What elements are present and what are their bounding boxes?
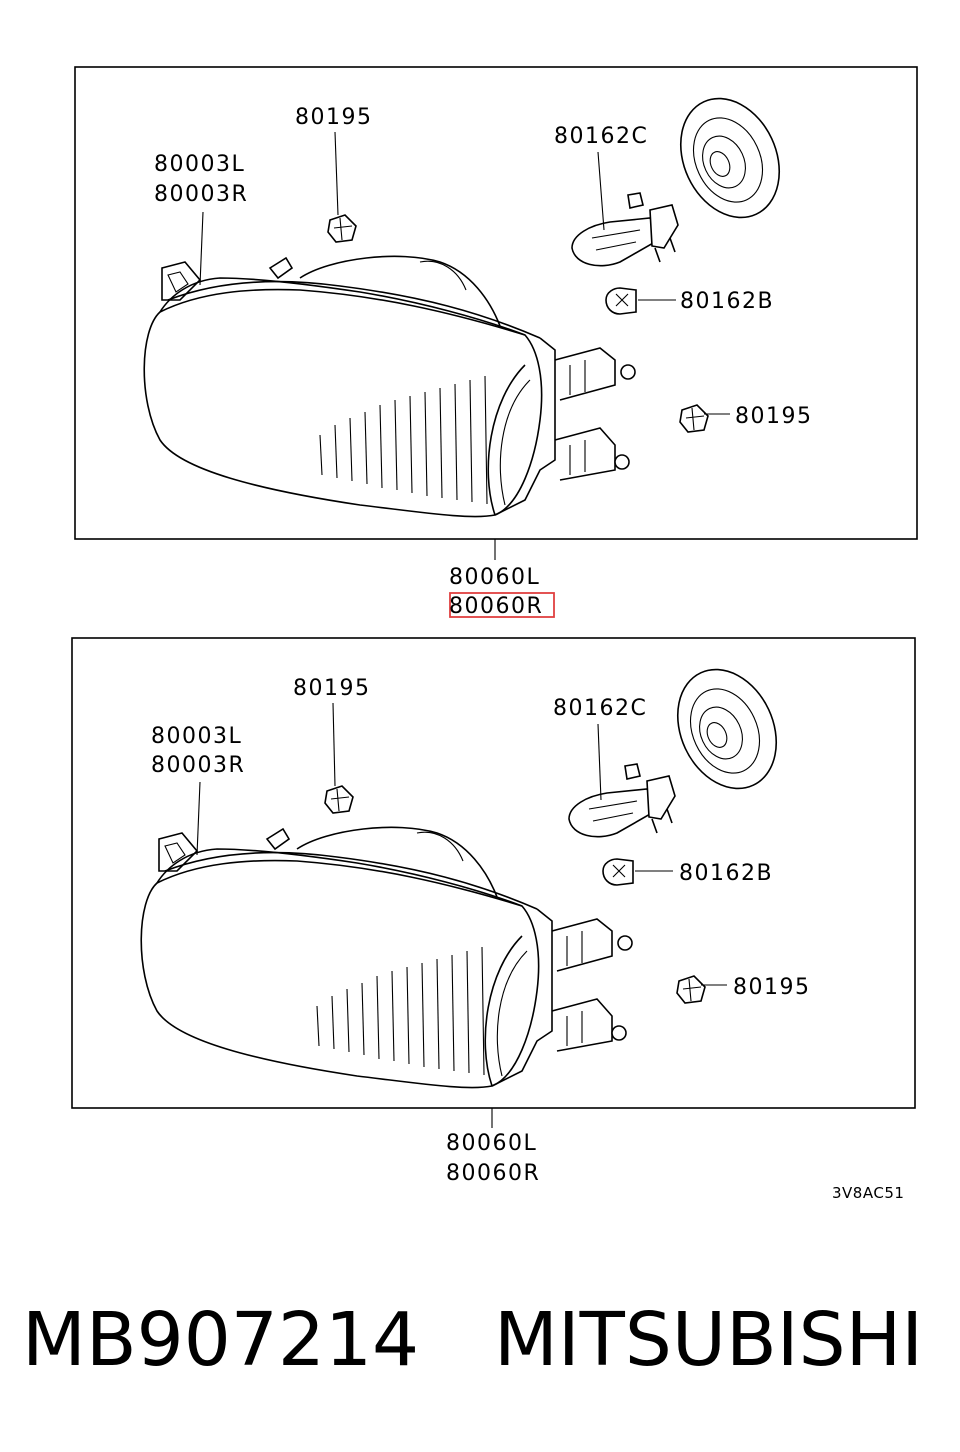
bottom-callout-clip-side: 80195 — [733, 975, 811, 1000]
part-number: MB907214 — [22, 1297, 419, 1383]
top-assembly-l-label: 80060L — [449, 565, 540, 590]
bottom-assembly-l-label: 80060L — [446, 1131, 537, 1156]
bottom-assembly-r-label: 80060R — [446, 1161, 540, 1186]
bottom-callout-lamp-unit-l: 80003L — [151, 724, 242, 749]
bottom-callout-lamp-unit-r: 80003R — [151, 753, 245, 778]
bottom-callout-bulb-main: 80162C — [553, 696, 647, 721]
top-assembly-r-label: 80060R — [449, 594, 543, 619]
bottom-leader-lines — [196, 702, 727, 1128]
top-callout-clip-side: 80195 — [735, 404, 813, 429]
brand-name: MITSUBISHI — [494, 1297, 923, 1383]
highlight-box — [449, 592, 555, 618]
top-callout-clip: 80195 — [295, 105, 373, 130]
bottom-callout-bulb-small: 80162B — [679, 861, 773, 886]
figure-code: 3V8AC51 — [832, 1184, 904, 1202]
bottom-callout-clip: 80195 — [293, 676, 371, 701]
top-diagram-frame — [74, 66, 918, 540]
top-callout-lamp-unit-l: 80003L — [154, 152, 245, 177]
bottom-diagram-frame — [71, 637, 916, 1109]
top-callout-bulb-small: 80162B — [680, 289, 774, 314]
top-leader-lines — [199, 131, 730, 560]
top-callout-bulb-main: 80162C — [554, 124, 648, 149]
top-callout-lamp-unit-r: 80003R — [154, 182, 248, 207]
